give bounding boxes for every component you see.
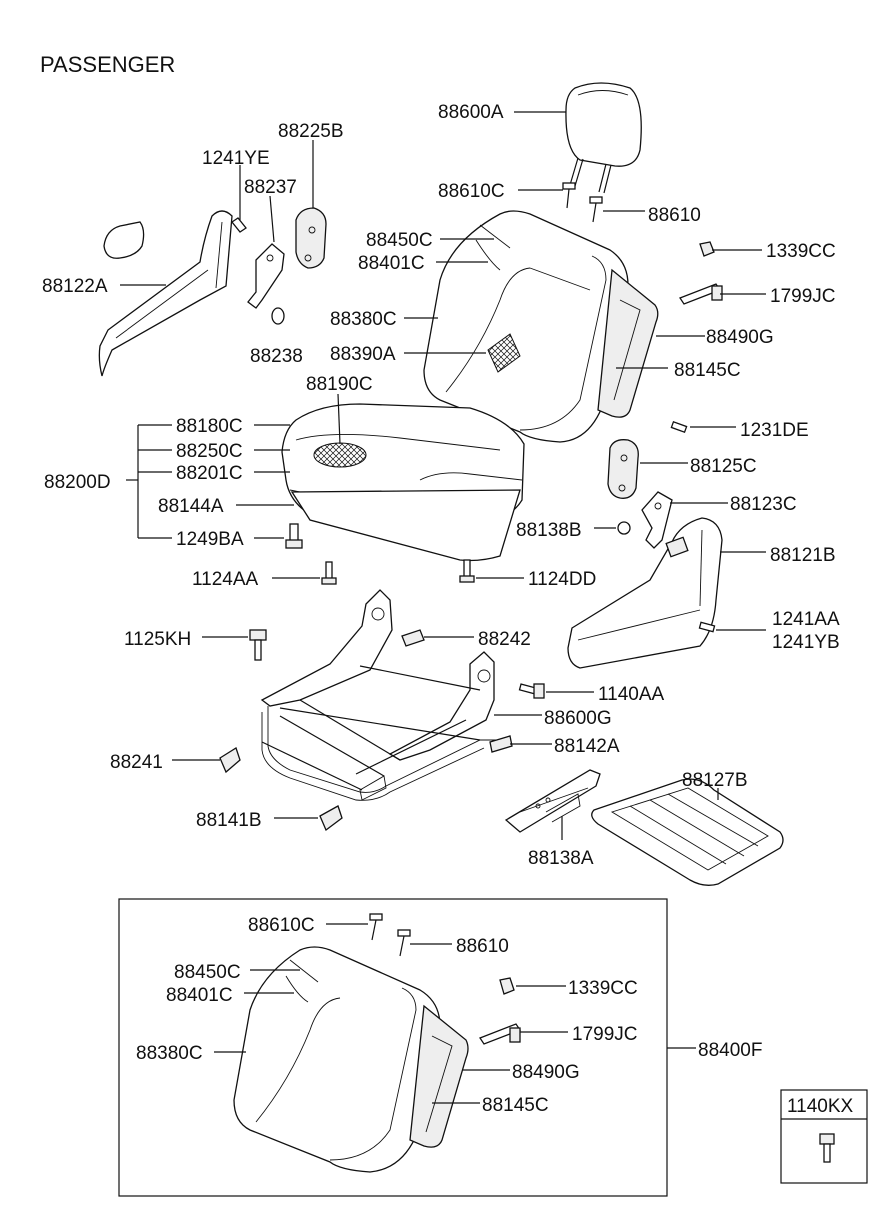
label-88610: 88610 xyxy=(648,205,701,226)
label-1241AA: 1241AA xyxy=(772,609,840,630)
label-1125KH: 1125KH xyxy=(124,629,191,650)
side-trim-cover-left xyxy=(98,210,233,377)
screw-icon xyxy=(670,420,688,434)
label-88490G: 88490G xyxy=(706,327,774,348)
recliner-cover-right xyxy=(607,439,639,499)
label-88237: 88237 xyxy=(244,177,297,198)
clip-icon xyxy=(401,629,425,647)
label-88201C: 88201C xyxy=(176,463,243,484)
bolt-icon xyxy=(285,523,303,549)
bracket-88138A xyxy=(504,769,601,833)
label-88450C: 88450C xyxy=(366,230,433,251)
seat-back-cushion xyxy=(423,210,659,443)
label-88123C: 88123C xyxy=(730,494,797,515)
label-88390A: 88390A xyxy=(330,344,396,365)
headrest-guide-icon xyxy=(562,182,603,223)
box-label-88610C: 88610C xyxy=(248,915,315,936)
seat-frame-track xyxy=(260,589,500,801)
part-1140KX-inset xyxy=(780,1089,868,1184)
label-88127B: 88127B xyxy=(682,770,748,791)
track-cover-left xyxy=(219,747,241,774)
label-88122A: 88122A xyxy=(42,276,108,297)
label-88401C: 88401C xyxy=(358,253,425,274)
label-88141B: 88141B xyxy=(196,810,262,831)
label-88600G: 88600G xyxy=(544,708,612,729)
bolt-icon xyxy=(459,559,475,583)
label-1231DE: 1231DE xyxy=(740,420,809,441)
label-88144A: 88144A xyxy=(158,496,224,517)
recliner-bracket-right xyxy=(641,491,673,549)
box-label-88401C: 88401C xyxy=(166,985,233,1006)
clip-nut-icon xyxy=(499,977,515,995)
label-88610C: 88610C xyxy=(438,181,505,202)
label-88250C: 88250C xyxy=(176,441,243,462)
screw-icon xyxy=(698,621,716,633)
bolt-icon xyxy=(518,683,545,699)
seat-spring-pad xyxy=(591,778,784,886)
box-label-1339CC: 1339CC xyxy=(568,978,638,999)
bolt-icon xyxy=(249,629,267,661)
label-1140AA: 1140AA xyxy=(598,684,665,705)
clip-icon xyxy=(489,735,513,753)
label-1799JC: 1799JC xyxy=(770,286,836,307)
label-1339CC: 1339CC xyxy=(766,241,836,262)
label-88242: 88242 xyxy=(478,629,531,650)
box-label-88380C: 88380C xyxy=(136,1043,203,1064)
seat-cushion xyxy=(281,403,525,562)
box-label-88145C: 88145C xyxy=(482,1095,549,1116)
label-88380C: 88380C xyxy=(330,309,397,330)
track-cover-front xyxy=(319,805,343,832)
box-label-88450C: 88450C xyxy=(174,962,241,983)
headrest-part xyxy=(565,82,642,194)
label-88180C: 88180C xyxy=(176,416,243,437)
label-88145C: 88145C xyxy=(674,360,741,381)
label-88225B: 88225B xyxy=(278,121,344,142)
label-88138B: 88138B xyxy=(516,520,582,541)
label-88142A: 88142A xyxy=(554,736,620,757)
box-label-88400F: 88400F xyxy=(698,1040,762,1061)
bolt-icon xyxy=(321,561,337,585)
label-88125C: 88125C xyxy=(690,456,757,477)
box-label-1799JC: 1799JC xyxy=(572,1024,638,1045)
washer-icon xyxy=(617,521,631,535)
label-88138A: 88138A xyxy=(528,848,594,869)
label-1249BA: 1249BA xyxy=(176,529,244,550)
label-1241YE: 1241YE xyxy=(202,148,270,169)
clip-nut-icon xyxy=(699,241,715,257)
cable-strap-icon xyxy=(479,1023,521,1045)
screw-icon xyxy=(231,217,247,233)
label-88190C: 88190C xyxy=(306,374,373,395)
label-88600A: 88600A xyxy=(438,102,504,123)
box-label-88490G: 88490G xyxy=(512,1062,580,1083)
label-1241YB: 1241YB xyxy=(772,632,840,653)
cable-strap-icon xyxy=(679,283,723,305)
label-88121B: 88121B xyxy=(770,545,836,566)
recliner-bracket-left xyxy=(247,243,285,309)
headrest-guide-icon xyxy=(369,913,411,957)
washer-icon xyxy=(271,307,285,325)
label-88241: 88241 xyxy=(110,752,163,773)
label-1140KX: 1140KX xyxy=(787,1096,854,1117)
recliner-cover-left xyxy=(295,207,327,269)
label-88238: 88238 xyxy=(250,346,303,367)
box-label-88610: 88610 xyxy=(456,936,509,957)
label-1124AA: 1124AA xyxy=(192,569,259,590)
label-88200D: 88200D xyxy=(44,472,111,493)
side-trim-cover-right xyxy=(567,517,723,669)
label-1124DD: 1124DD xyxy=(528,569,596,590)
diagram-title: PASSENGER xyxy=(40,52,175,77)
seat-back-cushion-boxed xyxy=(233,946,469,1173)
